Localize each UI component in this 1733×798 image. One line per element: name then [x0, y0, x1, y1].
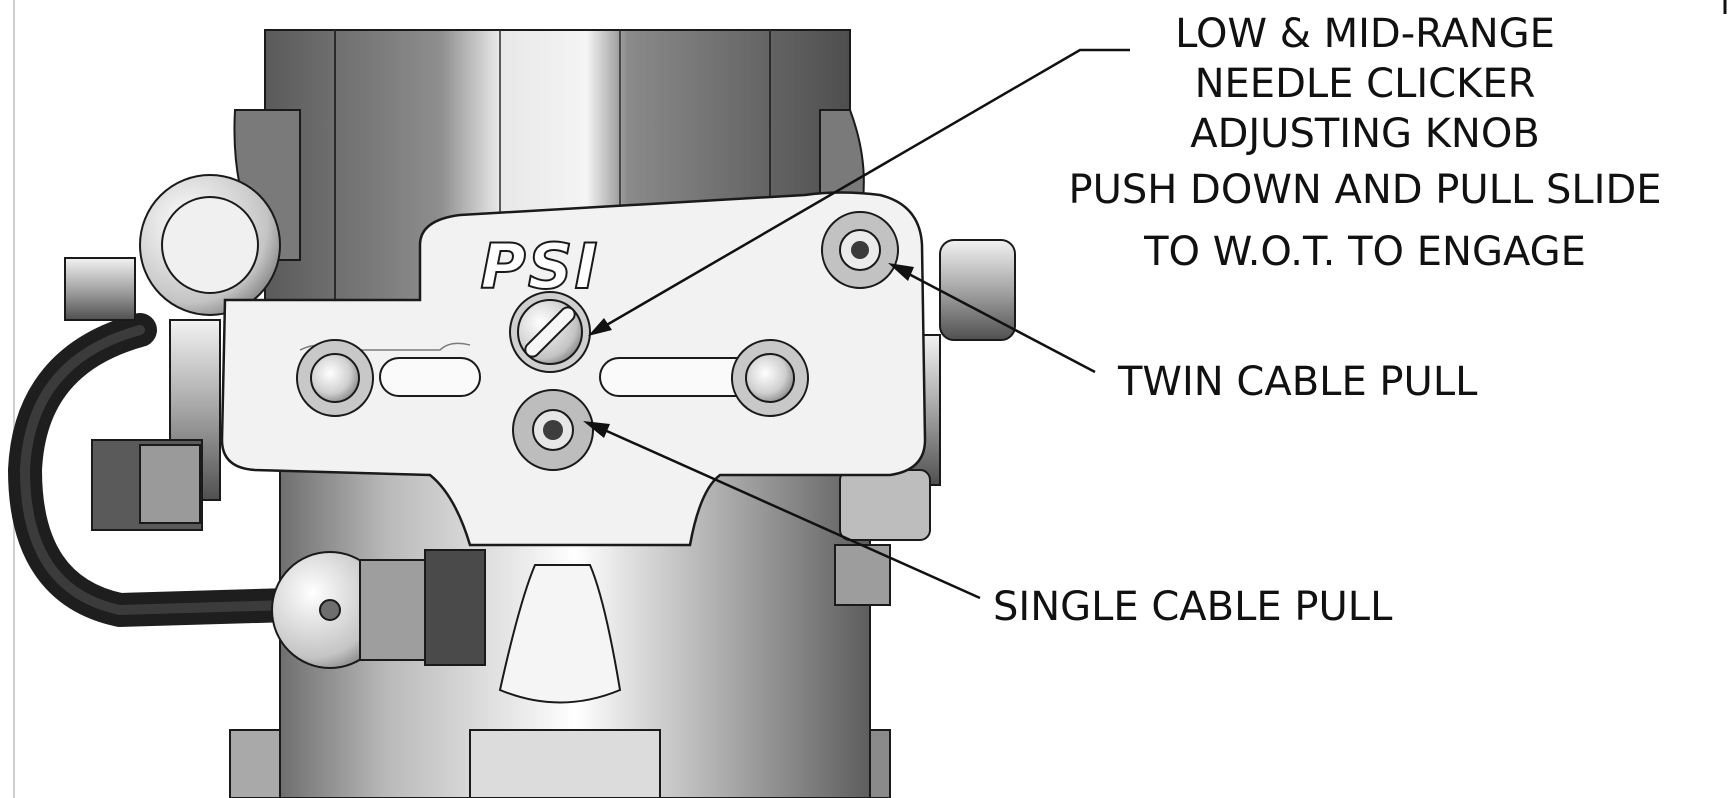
brand-logo: PSI: [480, 230, 599, 303]
left-fittings: [64, 174, 281, 531]
needle-clicker-knob: [509, 291, 591, 373]
needle-knob-callout-line-4: PUSH DOWN AND PULL SLIDE: [1068, 167, 1661, 213]
needle-knob-callout: LOW & MID-RANGE NEEDLE CLICKER ADJUSTING…: [1068, 11, 1661, 275]
needle-knob-callout-line-5: TO W.O.T. TO ENGAGE: [1143, 229, 1586, 275]
needle-knob-arrowhead: [588, 318, 612, 336]
single-cable-pull-fitting: [512, 389, 594, 471]
twin-cable-leader-line: [904, 270, 1096, 374]
mounting-bolts: [296, 339, 809, 417]
twin-cable-arrowhead: [888, 263, 914, 281]
single-cable-leader-line: [599, 426, 981, 600]
needle-knob-callout-line-3: ADJUSTING KNOB: [1190, 111, 1540, 157]
twin-cable-pull-label: TWIN CABLE PULL: [1117, 359, 1478, 405]
idle-adjust-knob: [271, 549, 486, 669]
fuel-hose: [7, 313, 307, 628]
needle-knob-callout-line-1: LOW & MID-RANGE: [1175, 11, 1555, 57]
twin-cable-pull-fitting: [821, 211, 899, 289]
needle-knob-callout-line-2: NEEDLE CLICKER: [1195, 61, 1536, 107]
single-cable-arrowhead: [583, 421, 610, 438]
needle-knob-leader-line: [597, 48, 1130, 332]
throttle-plate: [220, 191, 927, 547]
single-cable-pull-label: SINGLE CABLE PULL: [993, 584, 1393, 630]
